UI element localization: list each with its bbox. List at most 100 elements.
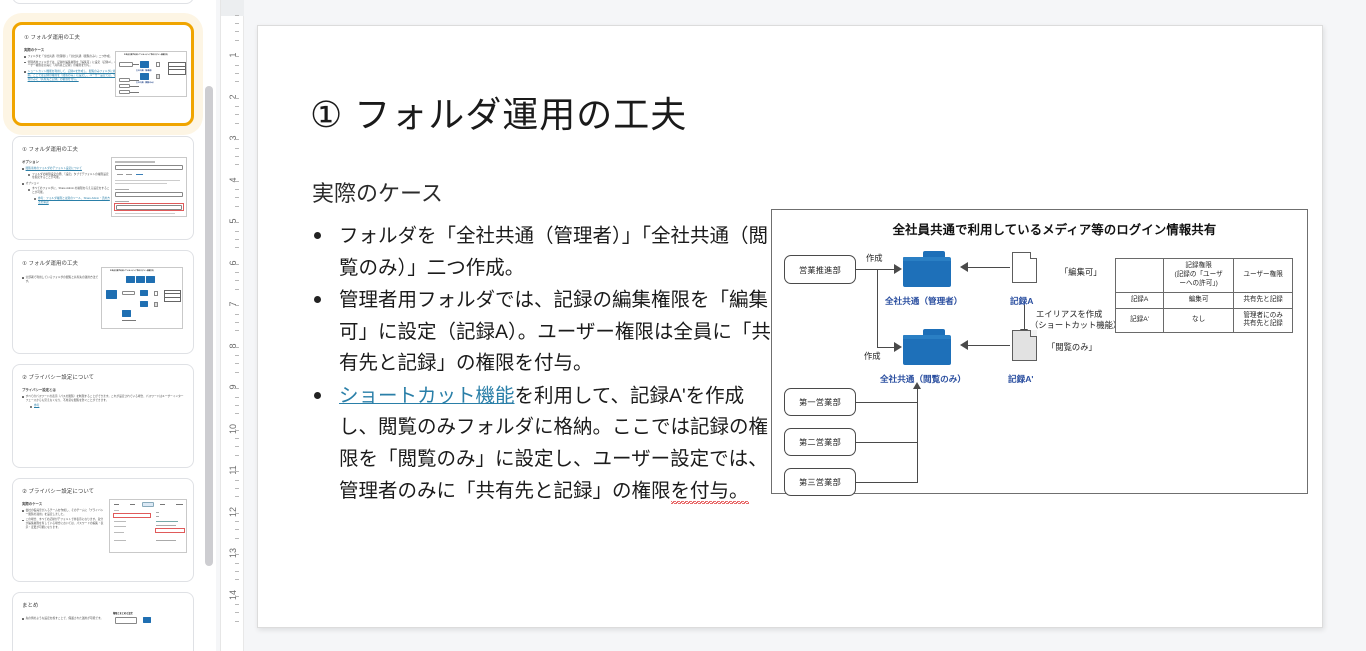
box-label: 営業推進部 <box>799 265 841 275</box>
cell-record-permission: なし <box>1162 307 1235 334</box>
slide-canvas[interactable]: ① フォルダ運用の工夫 実際のケース フォルダを「全社共通（管理者）」「全社共通… <box>244 0 1366 651</box>
box-sales-3: 第三営業部 <box>784 468 856 496</box>
thumb-diagram: 全社員共通で利用しているメディア等のログイン情報共有 <box>101 267 183 329</box>
ruler-tick <box>235 230 239 232</box>
ruler-tick <box>235 471 239 473</box>
slide-thumbnail-0[interactable] <box>12 0 194 4</box>
arrow-icon <box>960 340 968 350</box>
slide-body-text[interactable]: フォルダを「全社共通（管理者）」「全社共通（閲覧のみ）」二つ作成。 管理者用フォ… <box>304 221 774 508</box>
cell-record-permission: 編集可 <box>1162 291 1235 309</box>
doc-a-icon <box>1012 252 1037 283</box>
bullet-dot-icon <box>28 188 30 191</box>
ruler-tick <box>235 487 239 489</box>
ruler-tick <box>235 222 239 224</box>
bullet-dot-icon <box>30 405 32 408</box>
thumb-bullet: オプション <box>22 182 110 186</box>
thumb-subtitle: 実際のケース <box>22 502 43 506</box>
slide-thumbnail-1[interactable]: ① フォルダ運用の工夫 実際のケース フォルダを「全社共通（管理者）」「全社共通… <box>12 22 194 126</box>
embedded-diagram[interactable]: 全社員共通で利用しているメディア等のログイン情報共有 営業推進部 第一営業部 第… <box>771 209 1308 496</box>
box-label: 第三営業部 <box>799 478 841 487</box>
thumb-bullet: 先の例のような設定を施すことで、保護された運用が可能です。 <box>22 617 110 621</box>
ruler-number: 10 <box>228 423 238 434</box>
folder-view-icon <box>903 329 951 365</box>
ruler-tick <box>235 330 239 332</box>
thumb-subtitle: 実際のケース <box>24 48 45 52</box>
slide-title[interactable]: ① フォルダ運用の工夫 <box>310 94 688 135</box>
ruler-tick <box>235 579 239 581</box>
bullet-dot-icon <box>22 183 24 185</box>
ruler-tick <box>235 363 239 365</box>
connector-line <box>968 267 1010 269</box>
ruler-tick <box>235 280 239 282</box>
thumb-diagram: 権限とまとめる設定 <box>113 611 183 651</box>
connector-line <box>877 269 879 348</box>
ruler-tick <box>235 14 239 16</box>
bullet-item[interactable]: フォルダを「全社共通（管理者）」「全社共通（閲覧のみ）」二つ作成。 <box>304 221 774 284</box>
slide-thumbnail-sidebar[interactable]: ① フォルダ運用の工夫 実際のケース フォルダを「全社共通（管理者）」「全社共通… <box>0 0 216 651</box>
ruler-tick <box>235 147 239 149</box>
connector-line <box>968 345 1010 347</box>
ruler-tick <box>235 247 239 249</box>
thumb-bullet: フォルダの権限設定の際、「設定」タブでデフォルトの権限設定を指定することが可能。 <box>28 173 110 181</box>
alias-label-line2: （ショートカット機能） <box>1030 320 1122 330</box>
ruler-tick <box>235 164 239 166</box>
ruler-tick <box>235 238 239 240</box>
connector-line <box>856 442 918 444</box>
bullet-text-plain: を利用して、記録A'を作成し、閲覧のみフォルダに格納。ここでは記録の権限を「閲覧… <box>339 384 769 502</box>
box-sales-1: 第一営業部 <box>784 388 856 416</box>
bullet-dot-icon <box>314 296 321 304</box>
ruler-tick <box>235 355 239 357</box>
bullet-dot-icon <box>28 173 30 176</box>
ruler-number: 6 <box>228 260 238 266</box>
slide-subtitle[interactable]: 実際のケース <box>312 181 443 206</box>
thumb-bullet: ショートカット機能を利用して、記録A'を作成し、閲覧のみフォルダに格納。ここでは… <box>24 70 119 82</box>
ruler-tick <box>235 604 239 606</box>
doc-a-prime-label: 記録A' <box>1008 374 1034 384</box>
thumb-subtitle: プライバシー設定とは <box>22 388 56 392</box>
sidebar-scrollbar-thumb[interactable] <box>205 86 213 566</box>
table-row: 記録A 編集可 共有先と記録 <box>1115 291 1293 309</box>
thumb-title: ① フォルダ運用の工夫 <box>24 35 80 41</box>
bullet-dot-icon <box>22 618 24 620</box>
thumb-bullet: 参考：フォルダ権限とは別のツール、Share Admin・活用方法を解説 <box>34 197 110 205</box>
bullet-item[interactable]: ショートカット機能を利用して、記録A'を作成し、閲覧のみフォルダに格納。ここでは… <box>304 381 774 507</box>
bullet-dot-icon <box>22 277 24 279</box>
slide-thumbnail-2[interactable]: ① フォルダ運用の工夫 オプション 閲覧専用のフォルダのデフォルト設定について … <box>12 136 194 240</box>
ruler-tick <box>235 404 239 406</box>
bullet-dot-icon <box>24 56 26 58</box>
ruler-tick <box>235 155 239 157</box>
ruler-number: 2 <box>228 94 238 100</box>
thumb-subtitle: オプション <box>22 160 39 164</box>
slide-thumbnail-4[interactable]: ② プライバシー設定について プライバシー設定とは すべてのパスワードの表示（パ… <box>12 364 194 468</box>
bullet-dot-icon <box>22 168 24 170</box>
ruler-tick <box>235 620 239 622</box>
ruler-tick <box>235 305 239 307</box>
ruler-tick <box>235 371 239 373</box>
slide-thumbnail-3[interactable]: ① フォルダ運用の工夫 全部署で利用しているフォルダの閲覧と共有先の運用方法です… <box>12 250 194 354</box>
bullet-dot-icon <box>34 198 36 201</box>
ruler-tick <box>235 197 239 199</box>
shortcut-feature-link[interactable]: ショートカット機能 <box>339 384 515 407</box>
connector-line <box>917 388 919 483</box>
ruler-tick <box>235 595 239 597</box>
box-label: 第一営業部 <box>799 398 841 407</box>
ruler-tick <box>235 189 239 191</box>
arrow-icon <box>960 262 968 272</box>
table-row: 記録A' なし 管理者にのみ 共有先と記録 <box>1115 307 1293 334</box>
header-blank <box>1115 258 1164 293</box>
doc-a-label: 記録A <box>1010 296 1034 306</box>
slide-surface[interactable]: ① フォルダ運用の工夫 実際のケース フォルダを「全社共通（管理者）」「全社共通… <box>257 25 1323 628</box>
slide-thumbnail-6[interactable]: まとめ 先の例のような設定を施すことで、保護された運用が可能です。 権限とまとめ… <box>12 592 194 651</box>
slide-thumbnail-5[interactable]: ② プライバシー設定について 実際のケース 会社の役員室が入るチームを作成し、そ… <box>12 478 194 582</box>
connector-line <box>877 347 895 349</box>
diagram-title: 全社員共通で利用しているメディア等のログイン情報共有 <box>892 223 1217 237</box>
connector-line <box>856 269 878 271</box>
ruler-tick <box>235 512 239 514</box>
connector-line <box>856 402 918 404</box>
ruler-number: 5 <box>228 218 238 224</box>
ruler-tick <box>235 346 239 348</box>
bullet-item[interactable]: 管理者用フォルダでは、記録の編集権限を「編集可」に設定（記録A）。ユーザー権限は… <box>304 285 774 380</box>
ruler-number: 3 <box>228 135 238 141</box>
sidebar-scrollbar-track[interactable] <box>204 0 214 651</box>
